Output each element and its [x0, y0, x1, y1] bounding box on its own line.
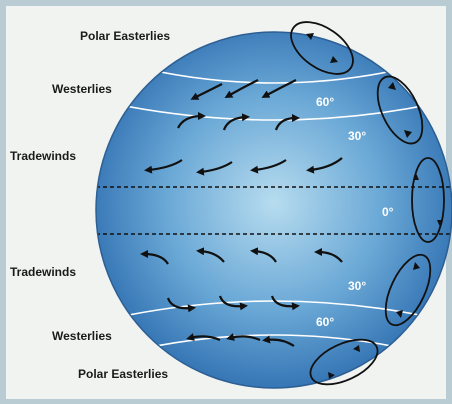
- label-polar-easterlies-south: Polar Easterlies: [78, 367, 168, 381]
- globe: [96, 32, 452, 388]
- latitude-label-equator: 0°: [382, 205, 394, 219]
- label-westerlies-north: Westerlies: [52, 82, 112, 96]
- latitude-label-s30: 30°: [348, 279, 366, 293]
- latitude-label-s60: 60°: [316, 315, 334, 329]
- label-tradewinds-north: Tradewinds: [10, 149, 76, 163]
- label-tradewinds-south: Tradewinds: [10, 265, 76, 279]
- label-westerlies-south: Westerlies: [52, 329, 112, 343]
- latitude-label-n60: 60°: [316, 95, 334, 109]
- latitude-label-n30: 30°: [348, 129, 366, 143]
- label-polar-easterlies-north: Polar Easterlies: [80, 29, 170, 43]
